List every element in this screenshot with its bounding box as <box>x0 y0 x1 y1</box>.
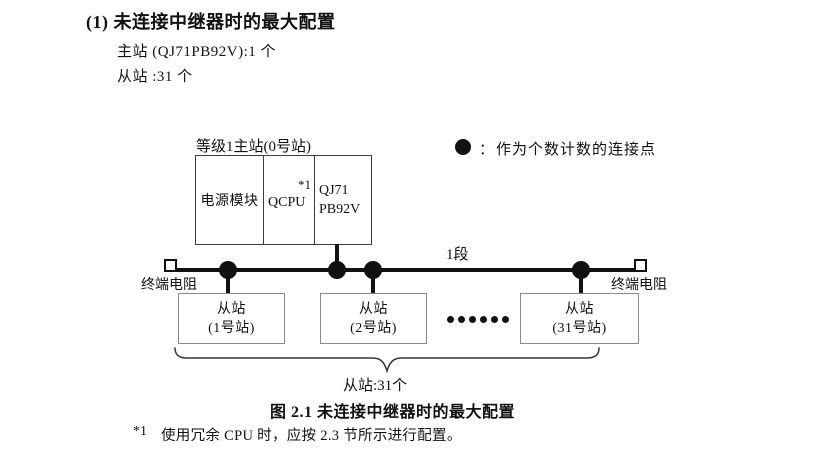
master-count-line: 主站 (QJ71PB92V):1 个 <box>117 44 277 60</box>
slave-station-number: (1号站) <box>208 320 255 336</box>
figure-caption: 图 2.1 未连接中继器时的最大配置 <box>269 404 515 421</box>
cpu-cell: *1 QCPU <box>264 156 315 244</box>
section-heading: (1) 未连接中继器时的最大配置 <box>86 12 336 32</box>
connection-point-icon <box>364 261 382 279</box>
connection-point-icon <box>455 139 471 155</box>
slave-count-line: 从站 :31 个 <box>117 69 193 85</box>
slave-name: 从站 <box>359 301 388 317</box>
slaves-total-label: 从站:31个 <box>343 378 408 394</box>
slave-station-box-31: 从站 (31号站) <box>520 293 639 344</box>
ellipsis-icon <box>447 316 509 323</box>
slaves-brace <box>174 347 600 374</box>
network-module-line1: QJ71 <box>319 183 349 198</box>
connection-point-icon <box>328 261 346 279</box>
segment-label: 1段 <box>446 247 469 263</box>
terminating-resistor-label-right: 终端电阻 <box>611 278 667 293</box>
slave-station-number: (31号站) <box>552 320 607 336</box>
connection-point-icon <box>572 261 590 279</box>
slave-name: 从站 <box>217 301 246 317</box>
footnote-marker: *1 <box>133 424 147 439</box>
slave-station-box-1: 从站 (1号站) <box>178 293 285 344</box>
network-module-cell: QJ71 PB92V <box>315 156 371 244</box>
slave1-drop-line <box>226 270 230 294</box>
network-module-line2: PB92V <box>319 202 361 217</box>
legend-separator: ： <box>479 142 495 158</box>
cpu-footnote-ref: *1 <box>298 177 311 192</box>
master-station-box: 电源模块 *1 QCPU QJ71 PB92V <box>195 155 372 245</box>
master-drop-line <box>335 244 339 270</box>
connection-point-icon <box>219 261 237 279</box>
slave-station-number: (2号站) <box>350 320 397 336</box>
slave-station-box-2: 从站 (2号站) <box>320 293 427 344</box>
cpu-label: QCPU <box>268 195 306 210</box>
master-station-label: 等级1主站(0号站) <box>196 139 311 155</box>
bus-segment-line <box>171 268 641 272</box>
legend-label: 作为个数计数的连接点 <box>496 142 657 158</box>
slave2-drop-line <box>371 270 375 294</box>
power-module-cell: 电源模块 <box>196 156 264 244</box>
terminating-resistor-icon-left <box>164 259 177 272</box>
slave31-drop-line <box>579 270 583 294</box>
terminating-resistor-label-left: 终端电阻 <box>141 278 197 293</box>
terminating-resistor-icon-right <box>634 259 647 272</box>
footnote-text: 使用冗余 CPU 时，应按 2.3 节所示进行配置。 <box>161 428 462 444</box>
slave-name: 从站 <box>565 301 594 317</box>
